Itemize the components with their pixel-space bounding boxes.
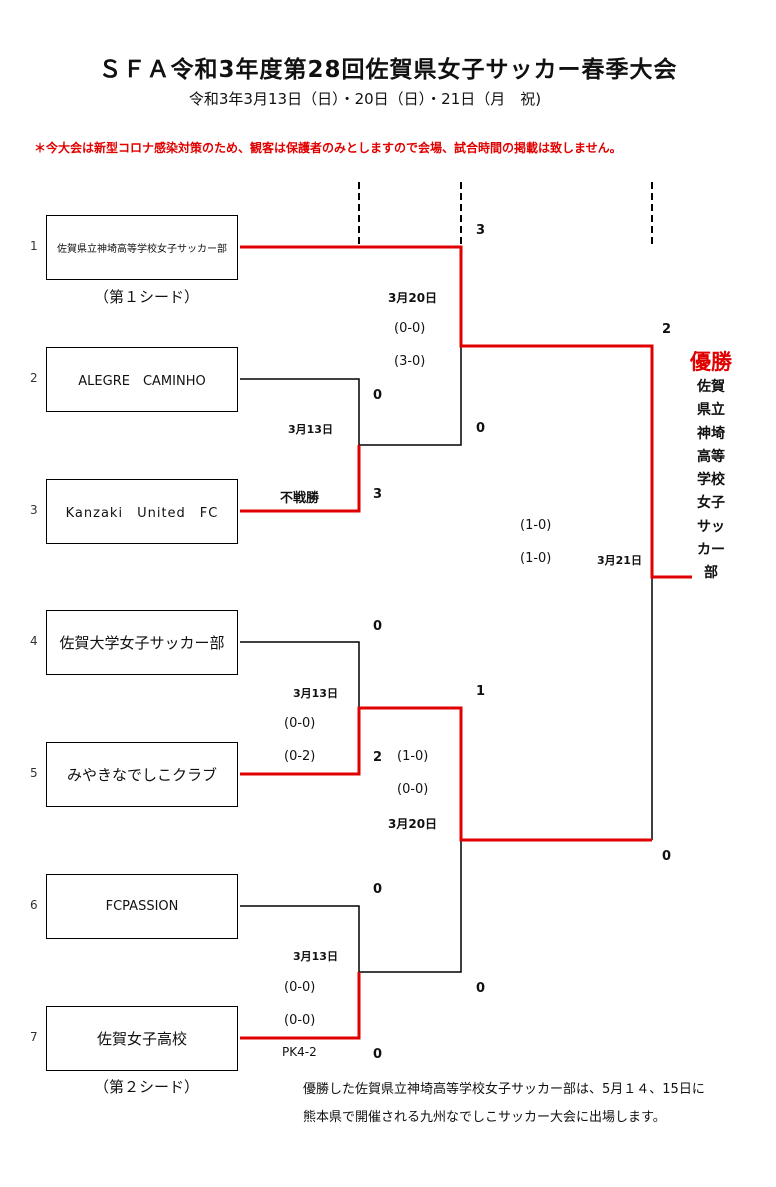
match-date: 3月13日	[288, 423, 333, 436]
team-number: 6	[30, 898, 38, 912]
score: 0	[476, 421, 486, 436]
score: 0	[373, 882, 383, 897]
team-box: みやきなでしこクラブ	[46, 742, 238, 807]
half-score: (0-0)	[394, 321, 426, 336]
walkover-note: 不戦勝	[280, 491, 320, 506]
score: 0	[373, 619, 383, 634]
bracket-line-semi1-lower	[359, 346, 462, 446]
half-score: (0-0)	[284, 980, 316, 995]
champion-name: 佐賀県立神埼高等学校女子サッカー部	[697, 379, 725, 582]
team-box: 佐賀県立神埼高等学校女子サッカー部	[46, 215, 238, 280]
winner-line-team7	[240, 972, 361, 1040]
team-number: 2	[30, 371, 38, 385]
winner-line-team3	[240, 445, 361, 513]
score: 3	[476, 223, 486, 238]
team-box: Kanzaki United FC	[46, 479, 238, 544]
winner-line-team5	[240, 706, 652, 842]
team-name: Kanzaki United FC	[65, 506, 219, 521]
match-date: 3月13日	[293, 687, 338, 700]
team-box: FCPASSION	[46, 874, 238, 939]
half-score: (0-0)	[284, 1013, 316, 1028]
notice-text: ＊今大会は新型コロナ感染対策のため、観客は保護者のみとしますので会場、試合時間の…	[34, 141, 622, 155]
team-name: ALEGRE CAMINHO	[78, 374, 206, 389]
team-name: みやきなでしこクラブ	[66, 766, 217, 784]
team-number: 1	[30, 239, 38, 253]
tournament-dates: 令和3年3月13日（日）・20日（日）・21日（月 祝)	[188, 90, 542, 108]
match-date: 3月20日	[388, 817, 438, 831]
team-number: 4	[30, 634, 38, 648]
score: 0	[373, 388, 383, 403]
team-box: 佐賀大学女子サッカー部	[46, 610, 238, 675]
score: 0	[662, 849, 672, 864]
half-score: (3-0)	[394, 354, 426, 369]
bracket-line-team4	[240, 641, 360, 708]
match-date: 3月20日	[388, 291, 438, 305]
score: 2	[373, 750, 383, 765]
score: 2	[662, 322, 672, 337]
score: 0	[476, 981, 486, 996]
half-score: (0-0)	[284, 716, 316, 731]
bracket-line-team2	[240, 378, 360, 445]
seed-label: （第２シード）	[94, 1078, 200, 1096]
page-title: ＳＦＡ令和3年度第28回佐賀県女子サッカー春季大会	[98, 57, 678, 83]
team-box: 佐賀女子高校	[46, 1006, 238, 1071]
team-name: 佐賀大学女子サッカー部	[59, 634, 225, 652]
half-score: (1-0)	[520, 518, 552, 533]
bracket-line-semi2-lower	[359, 840, 462, 973]
pk-score: PK4-2	[282, 1045, 317, 1059]
match-date: 3月21日	[597, 554, 642, 567]
match-date: 3月13日	[293, 950, 338, 963]
half-score: (0-0)	[397, 782, 429, 797]
footer-line: 熊本県で開催される九州なでしこサッカー大会に出場します。	[303, 1110, 666, 1125]
team-name: 佐賀女子高校	[96, 1030, 187, 1048]
bracket-line-team6	[240, 905, 360, 972]
half-score: (1-0)	[397, 749, 429, 764]
team-name: FCPASSION	[105, 899, 179, 914]
team-box: ALEGRE CAMINHO	[46, 347, 238, 412]
score: 0	[373, 1047, 383, 1062]
team-number: 5	[30, 766, 38, 780]
champion-heading: 優勝	[690, 350, 732, 374]
half-score: (1-0)	[520, 551, 552, 566]
team-number: 7	[30, 1030, 38, 1044]
score: 1	[476, 684, 486, 699]
score: 3	[373, 487, 383, 502]
winner-line-team1	[240, 245, 692, 579]
team-number: 3	[30, 503, 38, 517]
seed-label: （第１シード）	[94, 288, 200, 306]
footer-line: 優勝した佐賀県立神埼高等学校女子サッカー部は、5月１４、15日に	[303, 1082, 705, 1097]
half-score: (0-2)	[284, 749, 316, 764]
team-name: 佐賀県立神埼高等学校女子サッカー部	[57, 244, 227, 255]
